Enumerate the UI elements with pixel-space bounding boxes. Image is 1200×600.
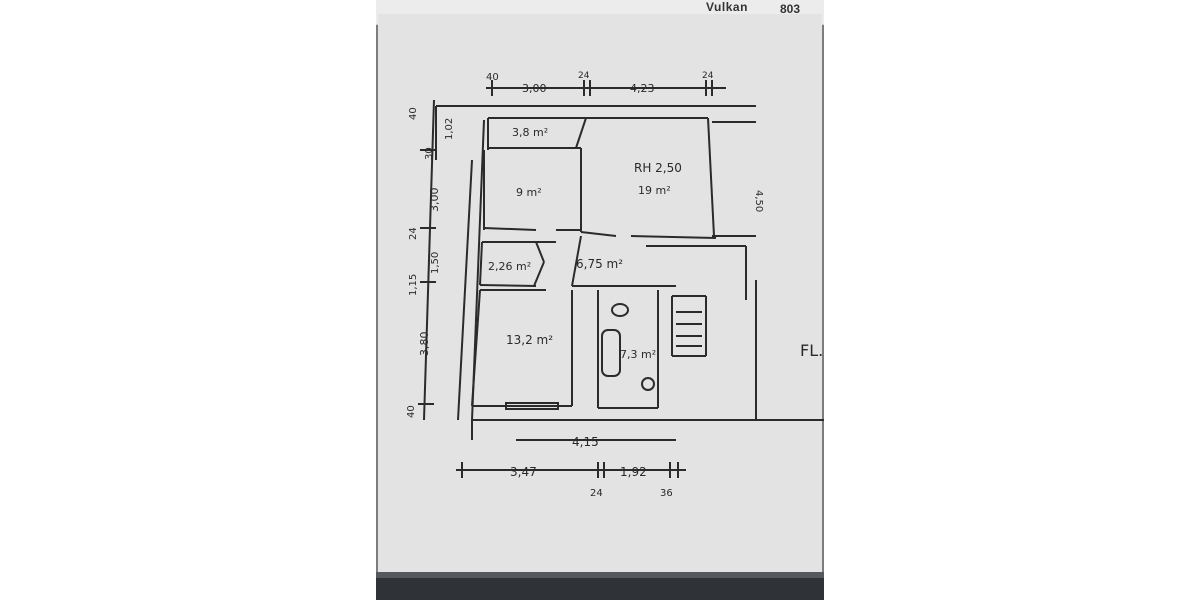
sink — [641, 377, 655, 391]
window-bedroom — [505, 402, 559, 410]
room-main-label-2: 19 m² — [638, 184, 671, 197]
dim-bottom-2: 1,92 — [620, 465, 647, 479]
room-kitchen-label: 9 m² — [516, 186, 542, 199]
wall-main-bottom-right — [630, 235, 717, 239]
room-bath-label: 7,3 m² — [620, 348, 656, 361]
room-hall-label: 6,75 m² — [576, 257, 623, 271]
room-main-label-1: RH 2,50 — [634, 161, 682, 175]
dim-bottom-0: 3,47 — [510, 465, 537, 479]
floor-plan-photo: Vulkan 803 — [376, 0, 824, 600]
dim-top-3: 4,23 — [630, 82, 655, 95]
dim-left-8: 40 — [406, 405, 417, 418]
wall-left-outer — [457, 159, 473, 421]
floor-plan-drawing: 40 3,00 24 4,23 24 40 30 1,02 3,00 24 1,… — [406, 71, 824, 499]
desk-strip — [376, 572, 824, 578]
dark-desk-edge — [376, 572, 824, 600]
page-number: 803 — [780, 2, 801, 16]
dim-line-left — [423, 99, 435, 421]
wall-hall-left — [571, 235, 582, 287]
wall-main-bottom-left — [580, 231, 617, 237]
dim-bottom-inner: 4,15 — [572, 435, 599, 449]
wall-closet-left — [479, 241, 483, 286]
dim-left-6: 1,15 — [408, 274, 419, 296]
stair-label: FL. — [800, 341, 823, 360]
dim-left-3: 3,00 — [428, 188, 441, 213]
wall-bedroom-left — [471, 289, 481, 407]
bathtub — [601, 329, 621, 377]
wall-closet-bottom — [479, 284, 537, 287]
wall-storage-door — [575, 117, 587, 149]
dim-left-0: 40 — [408, 107, 419, 120]
dim-left-4: 24 — [408, 227, 419, 240]
wall-closet-door-1 — [535, 241, 545, 263]
dim-left-1: 30 — [424, 147, 435, 160]
dim-top-0: 40 — [486, 72, 499, 83]
dim-bottom-1: 24 — [590, 488, 603, 499]
wall-closet-door-2 — [533, 261, 545, 287]
room-bedroom-label: 13,2 m² — [506, 333, 553, 347]
dim-bottom-3: 36 — [660, 488, 673, 499]
paper-sheet — [378, 14, 822, 576]
dim-top-1: 3,00 — [522, 82, 547, 95]
toilet — [611, 303, 629, 317]
dim-left-7: 3,80 — [418, 332, 431, 357]
dim-left-5: 1,50 — [430, 252, 441, 274]
dim-right-0: 4,50 — [753, 190, 764, 212]
wall-kitchen-bottom — [483, 227, 537, 231]
dim-left-2: 1,02 — [444, 118, 455, 140]
brand-logo-text: Vulkan — [706, 0, 748, 14]
room-closet-label: 2,26 m² — [488, 260, 531, 273]
wall-main-right — [707, 117, 715, 237]
dim-top-2: 24 — [578, 71, 590, 81]
dim-top-4: 24 — [702, 71, 714, 81]
room-storage-label: 3,8 m² — [512, 126, 548, 139]
